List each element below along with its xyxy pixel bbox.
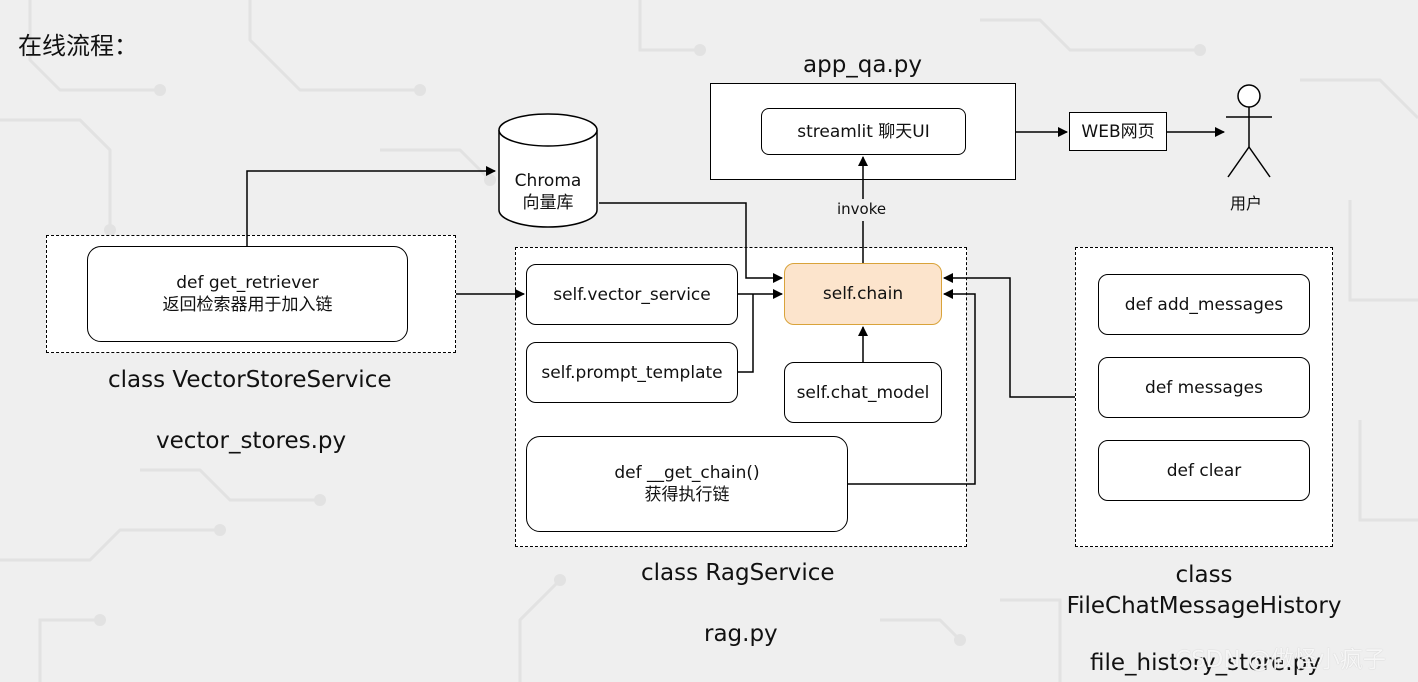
history-class-label: class FileChatMessageHistory [1040,560,1368,622]
chain-box: self.chain [784,263,942,325]
prompt-template-box: self.prompt_template [526,342,738,403]
get-retriever-line2: 返回检索器用于加入链 [162,295,333,315]
clear-method: def clear [1098,440,1310,501]
streamlit-ui-box: streamlit 聊天UI [761,108,966,155]
user-actor-icon [1226,84,1272,178]
chat-model-box: self.chat_model [784,362,942,423]
add-messages-method: def add_messages [1098,274,1310,335]
chroma-label: Chroma 向量库 [497,170,599,214]
vector-service-box: self.vector_service [526,264,738,325]
app-filename: app_qa.py [803,52,923,78]
invoke-label: invoke [837,200,887,218]
get-retriever-method: def get_retriever 返回检索器用于加入链 [87,246,408,342]
vector-store-filename: vector_stores.py [156,428,347,454]
web-page-box: WEB网页 [1069,112,1167,151]
watermark: CSDN @做怪小疯子 [1175,647,1386,673]
user-label: 用户 [1230,194,1263,213]
history-class-line2: FileChatMessageHistory [1066,593,1342,619]
vector-store-class-label: class VectorStoreService [108,367,392,393]
messages-method: def messages [1098,357,1310,418]
chroma-database-icon [498,113,598,228]
get-chain-line1: def __get_chain() [614,463,760,483]
chroma-label-line1: Chroma [514,171,582,191]
rag-class-label: class RagService [641,560,835,586]
get-chain-line2: 获得执行链 [644,485,730,505]
history-class-line1: class [1175,562,1233,588]
page-heading: 在线流程： [18,32,138,60]
get-chain-method: def __get_chain() 获得执行链 [526,436,848,532]
history-filename: file_history_store.py [1090,650,1321,676]
chroma-label-line2: 向量库 [522,193,574,213]
rag-filename: rag.py [704,621,778,647]
get-retriever-line1: def get_retriever [176,273,319,293]
